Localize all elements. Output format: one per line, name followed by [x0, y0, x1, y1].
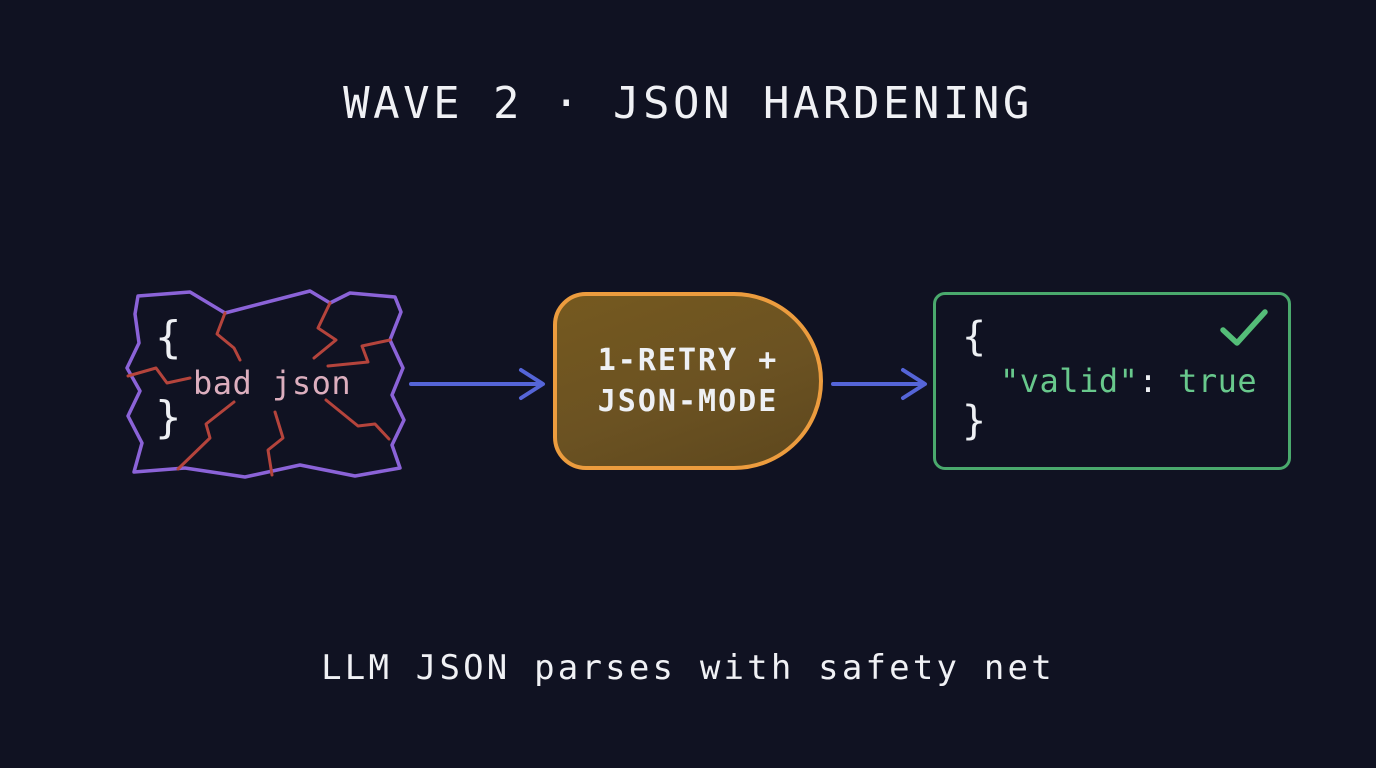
checkmark-icon	[1220, 309, 1268, 346]
node-valid-json: { "valid": true }	[933, 292, 1291, 470]
valid-json-line: "valid": true	[1000, 365, 1257, 397]
open-brace: {	[962, 314, 987, 360]
open-brace: {	[155, 312, 182, 363]
valid-key: "valid"	[1000, 362, 1139, 400]
bad-json-label: bad json	[193, 364, 352, 402]
node-retry-json-mode: 1-RETRY + JSON-MODE	[553, 292, 823, 470]
caption-text: LLM JSON parses with safety net	[321, 648, 1055, 688]
retry-label-line2: JSON-MODE	[597, 383, 779, 419]
valid-value: true	[1178, 362, 1258, 400]
node-bad-json: { bad json }	[122, 288, 407, 480]
flow-arrow-icon	[409, 368, 545, 400]
close-brace: }	[155, 392, 182, 443]
flow-arrow-icon	[831, 368, 927, 400]
valid-colon: :	[1138, 362, 1159, 400]
torn-shape-icon	[125, 289, 406, 479]
retry-label-line1: 1-RETRY +	[597, 342, 779, 378]
page-title: WAVE 2 · JSON HARDENING	[343, 78, 1033, 129]
close-brace: }	[962, 398, 987, 444]
